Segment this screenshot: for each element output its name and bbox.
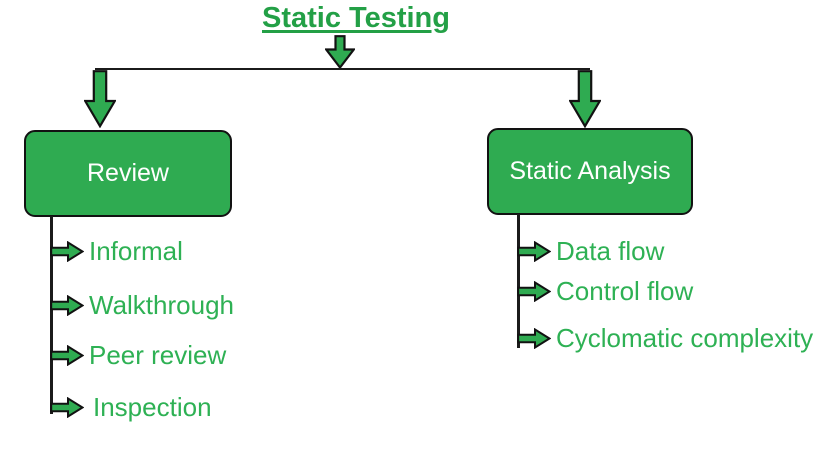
- list-item-walkthrough: Walkthrough: [50, 290, 234, 320]
- down-arrow-icon: [569, 70, 601, 128]
- right-arrow-icon: [50, 241, 84, 262]
- review-node: Review: [24, 130, 232, 217]
- list-item-peer-review: Peer review: [50, 340, 227, 370]
- static-analysis-node-label: Static Analysis: [509, 157, 671, 185]
- list-item-inspection: Inspection: [50, 392, 212, 422]
- list-item-label: Inspection: [93, 392, 212, 422]
- list-item-cyclomatic-complexity: Cyclomatic complexity: [517, 323, 814, 353]
- static-analysis-node: Static Analysis: [487, 128, 693, 215]
- list-item-data-flow: Data flow: [517, 236, 665, 266]
- right-arrow-icon: [517, 241, 551, 262]
- review-vertical-line: [50, 216, 53, 414]
- list-item-control-flow: Control flow: [517, 276, 694, 306]
- right-arrow-icon: [50, 345, 84, 366]
- static-analysis-vertical-line: [517, 214, 520, 348]
- connector-horizontal-line: [95, 68, 590, 70]
- right-arrow-icon: [517, 328, 551, 349]
- review-node-label: Review: [87, 159, 169, 187]
- list-item-label: Informal: [89, 236, 183, 266]
- diagram-title: Static Testing: [262, 2, 450, 34]
- right-arrow-icon: [50, 397, 84, 418]
- list-item-label: Walkthrough: [89, 290, 234, 320]
- list-item-label: Peer review: [89, 340, 227, 370]
- right-arrow-icon: [50, 295, 84, 316]
- down-arrow-icon: [325, 35, 355, 69]
- list-item-label: Cyclomatic complexity: [556, 323, 814, 353]
- right-arrow-icon: [517, 281, 551, 302]
- list-item-label: Control flow: [556, 276, 694, 306]
- list-item-informal: Informal: [50, 236, 183, 266]
- list-item-label: Data flow: [556, 236, 665, 266]
- down-arrow-icon: [84, 70, 116, 128]
